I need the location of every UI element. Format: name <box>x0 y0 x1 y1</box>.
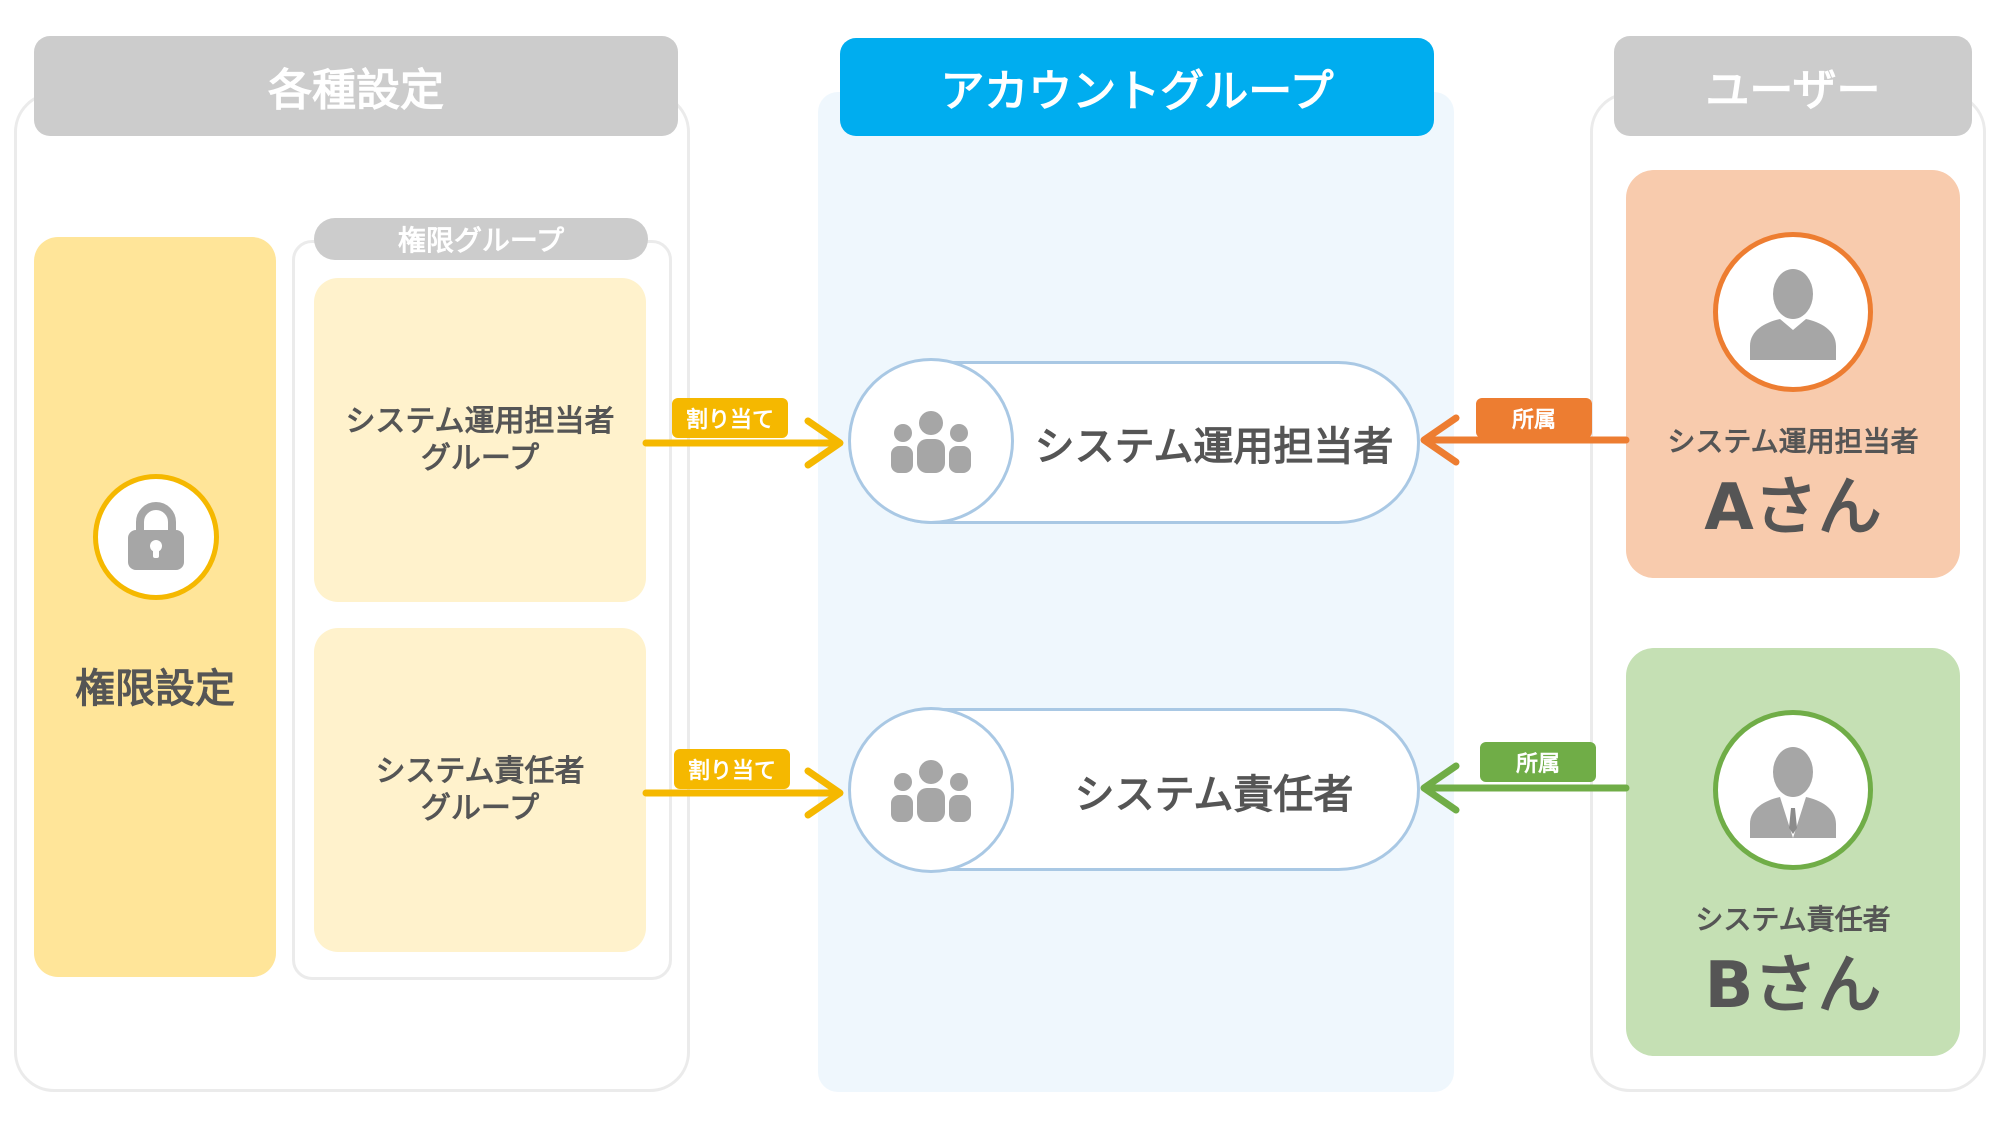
group-icon <box>891 760 971 822</box>
assign-tag-ops: 割り当て <box>672 398 788 438</box>
permission-setting-box <box>34 237 276 977</box>
account-group-manager-label: システム責任者 <box>1074 772 1354 818</box>
user-a-role: システム運用担当者 <box>1667 425 1919 458</box>
user-icon-circle-b <box>1713 710 1873 870</box>
group-icon <box>891 411 971 473</box>
lock-icon <box>128 502 184 570</box>
account-panel-header: アカウントグループ <box>840 38 1434 136</box>
lock-icon-circle <box>93 474 219 600</box>
user-b-role: システム責任者 <box>1695 903 1891 936</box>
permission-setting-label: 権限設定 <box>75 666 235 712</box>
assign-arrow-manager <box>642 767 844 819</box>
assign-tag-manager: 割り当て <box>674 749 790 789</box>
user-panel-title: ユーザー <box>1705 65 1881 116</box>
account-group-ops-label: システム運用担当者 <box>1034 424 1394 470</box>
group-icon-circle-ops <box>848 358 1014 524</box>
account-panel-title: アカウントグループ <box>940 66 1334 117</box>
assign-arrow-ops <box>642 417 844 469</box>
belong-arrow-a <box>1420 414 1630 466</box>
belong-arrow-b <box>1420 762 1630 814</box>
belong-tag-a: 所属 <box>1476 398 1592 438</box>
user-b-name: Bさん <box>1704 949 1882 1023</box>
permission-groups-header: 権限グループ <box>314 218 648 260</box>
belong-tag-b: 所属 <box>1480 742 1596 782</box>
user-icon <box>1750 269 1836 360</box>
user-a-name: Aさん <box>1704 471 1882 545</box>
permission-group-ops: システム運用担当者 グループ <box>314 278 646 602</box>
group-icon-circle-manager <box>848 707 1014 873</box>
user-panel-header: ユーザー <box>1614 36 1972 136</box>
account-panel <box>818 92 1454 1092</box>
user-icon-circle-a <box>1713 232 1873 392</box>
settings-panel-title: 各種設定 <box>268 65 444 116</box>
permission-group-manager: システム責任者 グループ <box>314 628 646 952</box>
user-suit-icon <box>1750 747 1836 838</box>
settings-panel-header: 各種設定 <box>34 36 678 136</box>
